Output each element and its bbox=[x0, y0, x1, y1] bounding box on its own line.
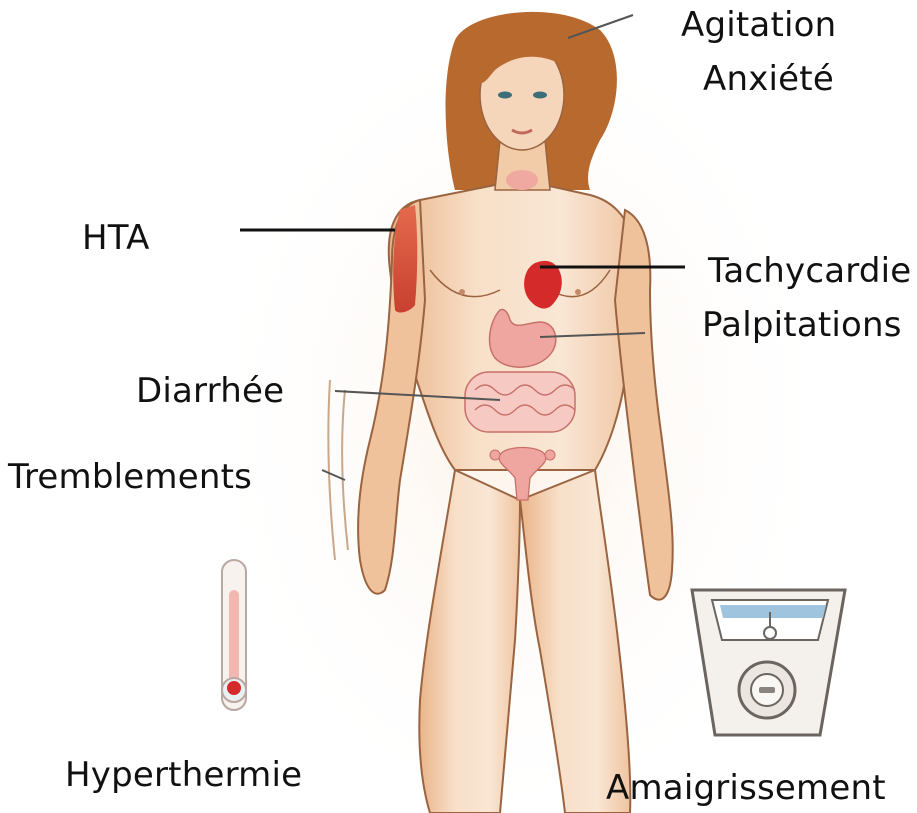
label-agitation: Agitation bbox=[681, 6, 836, 44]
label-amaigrissement: Amaigrissement bbox=[606, 769, 886, 807]
left-nipple bbox=[459, 289, 465, 295]
label-hyperthermie: Hyperthermie bbox=[65, 756, 302, 794]
label-diarrhee: Diarrhée bbox=[136, 372, 284, 410]
intestines bbox=[465, 372, 575, 432]
label-palpitations: Palpitations bbox=[702, 306, 902, 344]
right-eye bbox=[533, 92, 547, 99]
right-nipple bbox=[575, 289, 581, 295]
left-ovary bbox=[490, 450, 500, 460]
label-tremblements: Tremblements bbox=[8, 458, 252, 496]
thyroid bbox=[506, 170, 538, 190]
scale-icon bbox=[692, 590, 845, 735]
label-anxiete: Anxiété bbox=[703, 60, 834, 98]
thermometer-icon bbox=[222, 560, 246, 710]
label-hta: HTA bbox=[82, 219, 150, 257]
left-eye bbox=[498, 92, 512, 99]
right-ovary bbox=[545, 450, 555, 460]
label-tachycardie: Tachycardie bbox=[708, 252, 911, 290]
